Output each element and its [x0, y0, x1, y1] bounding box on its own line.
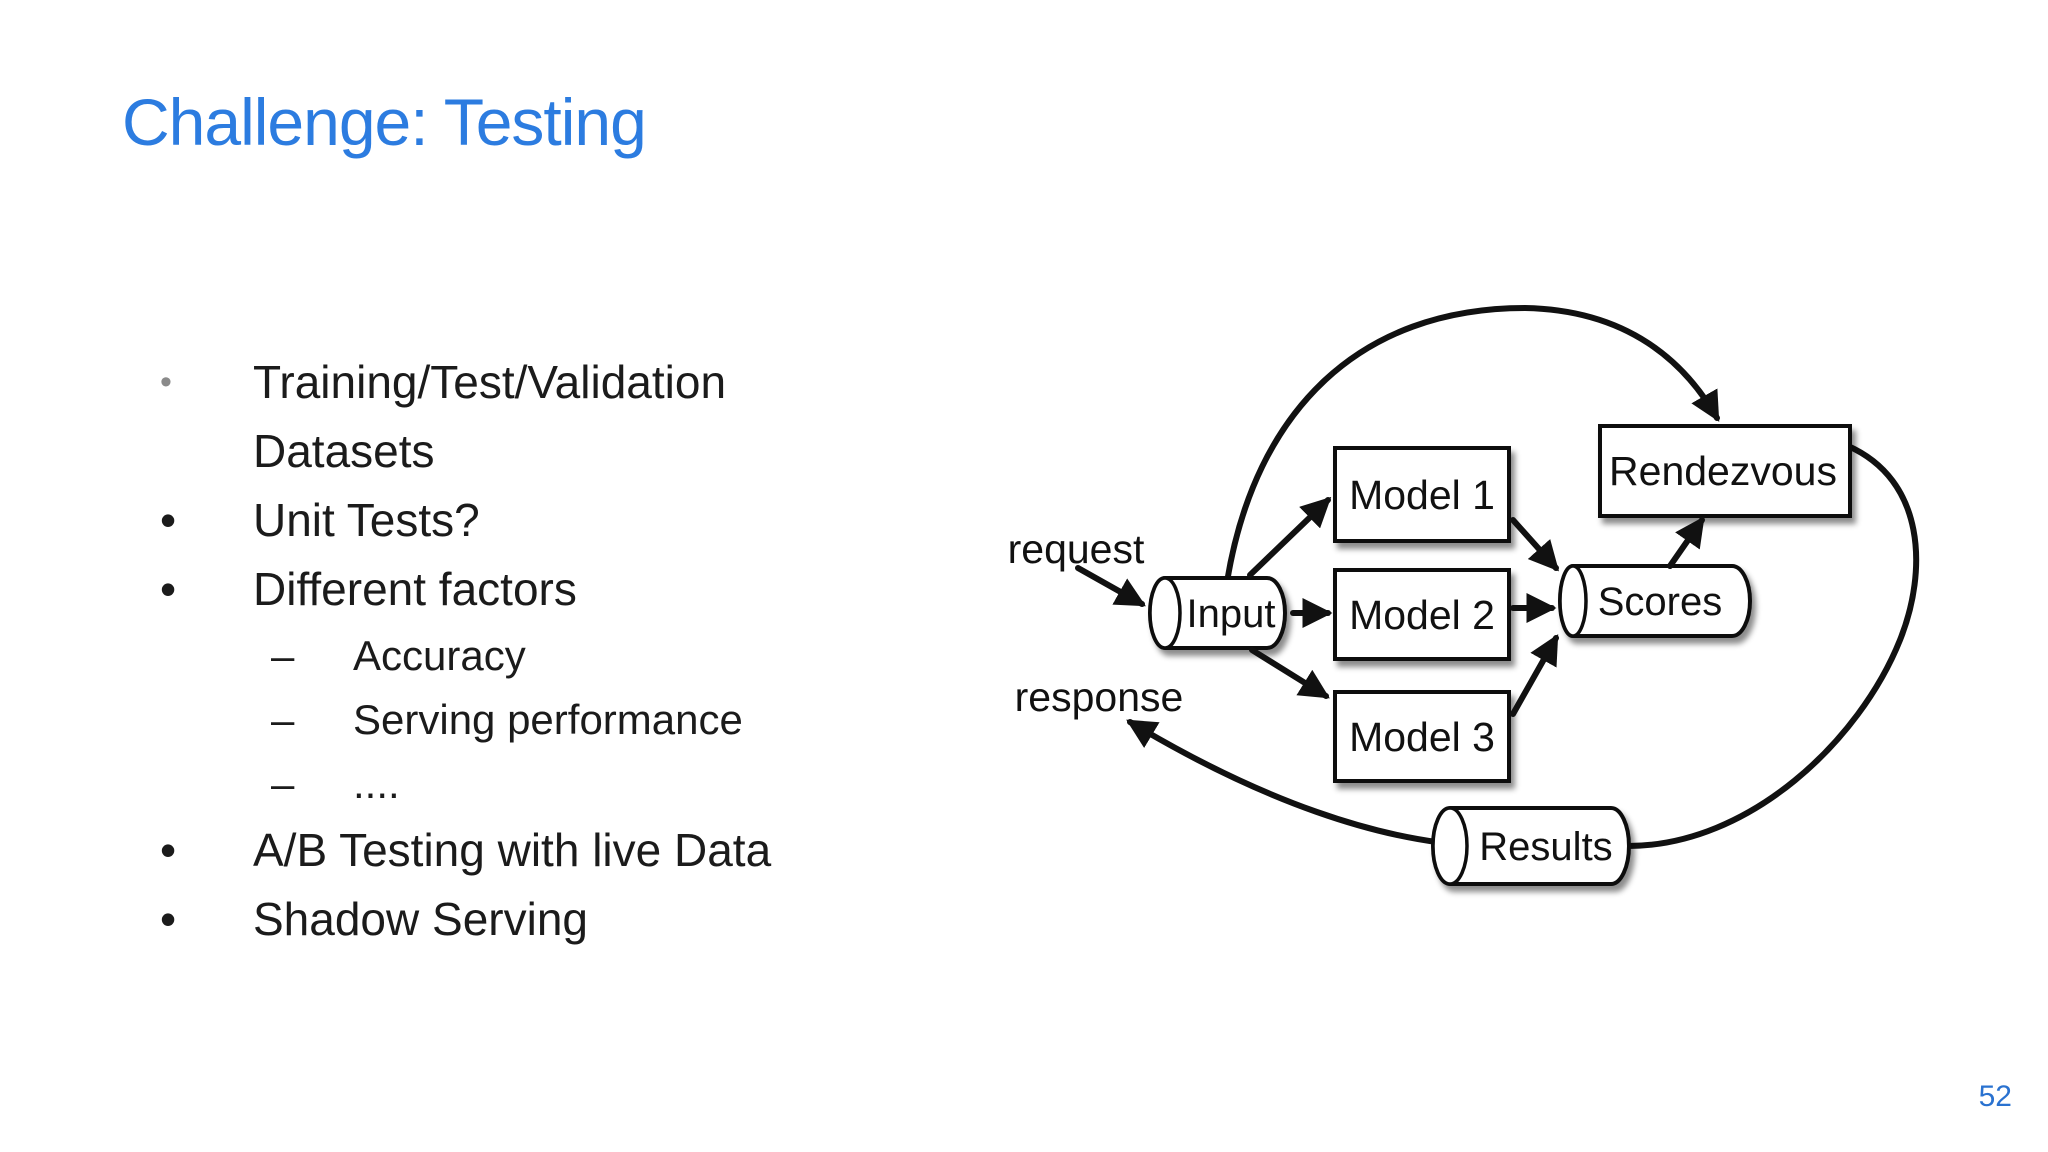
rendezvous-box — [1598, 424, 1852, 518]
bullet-item: • Unit Tests? — [0, 486, 940, 555]
bullet-item: • A/B Testing with live Data — [0, 816, 940, 885]
input-cylinder-rim — [1148, 576, 1182, 650]
model2-label: Model 2 — [1349, 592, 1495, 638]
bullet-marker: – — [271, 696, 295, 743]
scores-label: Scores — [1598, 580, 1723, 624]
bullet-item: • Different factors — [0, 555, 940, 624]
arrow-input-to-model3 — [1249, 647, 1330, 699]
scores-cylinder-rim — [1558, 564, 1588, 638]
page-number: 52 — [1978, 1080, 2012, 1113]
bullet-marker: – — [271, 632, 295, 679]
bullet-text: Serving performance — [353, 696, 743, 743]
diagram-arcs — [1126, 304, 1920, 849]
rendezvous-architecture-diagram: request response Input Model 1 Model 2 M… — [1008, 304, 1920, 886]
bullet-item: – Serving performance — [0, 688, 940, 752]
model3-label: Model 3 — [1349, 714, 1495, 760]
bullet-marker: – — [271, 760, 295, 807]
arc-rendezvous-to-response — [1126, 443, 1920, 849]
model1-label: Model 1 — [1349, 472, 1495, 518]
arrow-input-to-model1 — [1247, 496, 1332, 578]
model1-box — [1333, 446, 1511, 543]
arrow-scores-to-rendezvous — [1667, 516, 1705, 569]
bullet-text: A/B Testing with live Data — [253, 824, 772, 876]
diagram-nodes — [1148, 424, 1852, 886]
diagram-labels: request response Input Model 1 Model 2 M… — [1008, 448, 1837, 869]
rendezvous-label: Rendezvous — [1609, 448, 1837, 494]
diagram-arrows — [1075, 496, 1705, 717]
bullet-marker: • — [160, 824, 177, 876]
model2-box — [1333, 568, 1511, 661]
arrow-model3-to-scores — [1510, 634, 1559, 717]
bullet-marker: • — [160, 563, 177, 615]
bullet-text: Accuracy — [353, 632, 526, 679]
bullet-item: – Accuracy — [0, 624, 940, 688]
bullet-marker: • — [160, 893, 177, 945]
bullet-text: Different factors — [253, 563, 577, 615]
results-label: Results — [1479, 825, 1612, 869]
arrow-model1-to-scores — [1510, 517, 1560, 572]
bullet-item: • Shadow Serving — [0, 885, 940, 954]
slide-title: Challenge: Testing — [122, 85, 647, 159]
bullet-text: Unit Tests? — [253, 494, 480, 546]
bullet-item: – .... — [0, 752, 940, 816]
arc-input-to-rendezvous — [1224, 304, 1720, 585]
bullet-list: • Training/Test/Validation Datasets • Un… — [0, 348, 940, 954]
response-label: response — [1015, 674, 1184, 720]
bullet-item: • Training/Test/Validation Datasets — [0, 348, 940, 486]
model3-box — [1333, 690, 1511, 783]
bullet-marker: • — [160, 363, 172, 401]
bullet-text: Shadow Serving — [253, 893, 588, 945]
arrow-request-to-input — [1075, 565, 1146, 607]
bullet-text: Training/Test/Validation Datasets — [253, 356, 727, 477]
results-cylinder-rim — [1431, 806, 1469, 886]
bullet-text: .... — [353, 760, 400, 807]
bullet-marker: • — [160, 494, 177, 546]
input-label: Input — [1187, 592, 1276, 636]
request-label: request — [1008, 526, 1145, 572]
